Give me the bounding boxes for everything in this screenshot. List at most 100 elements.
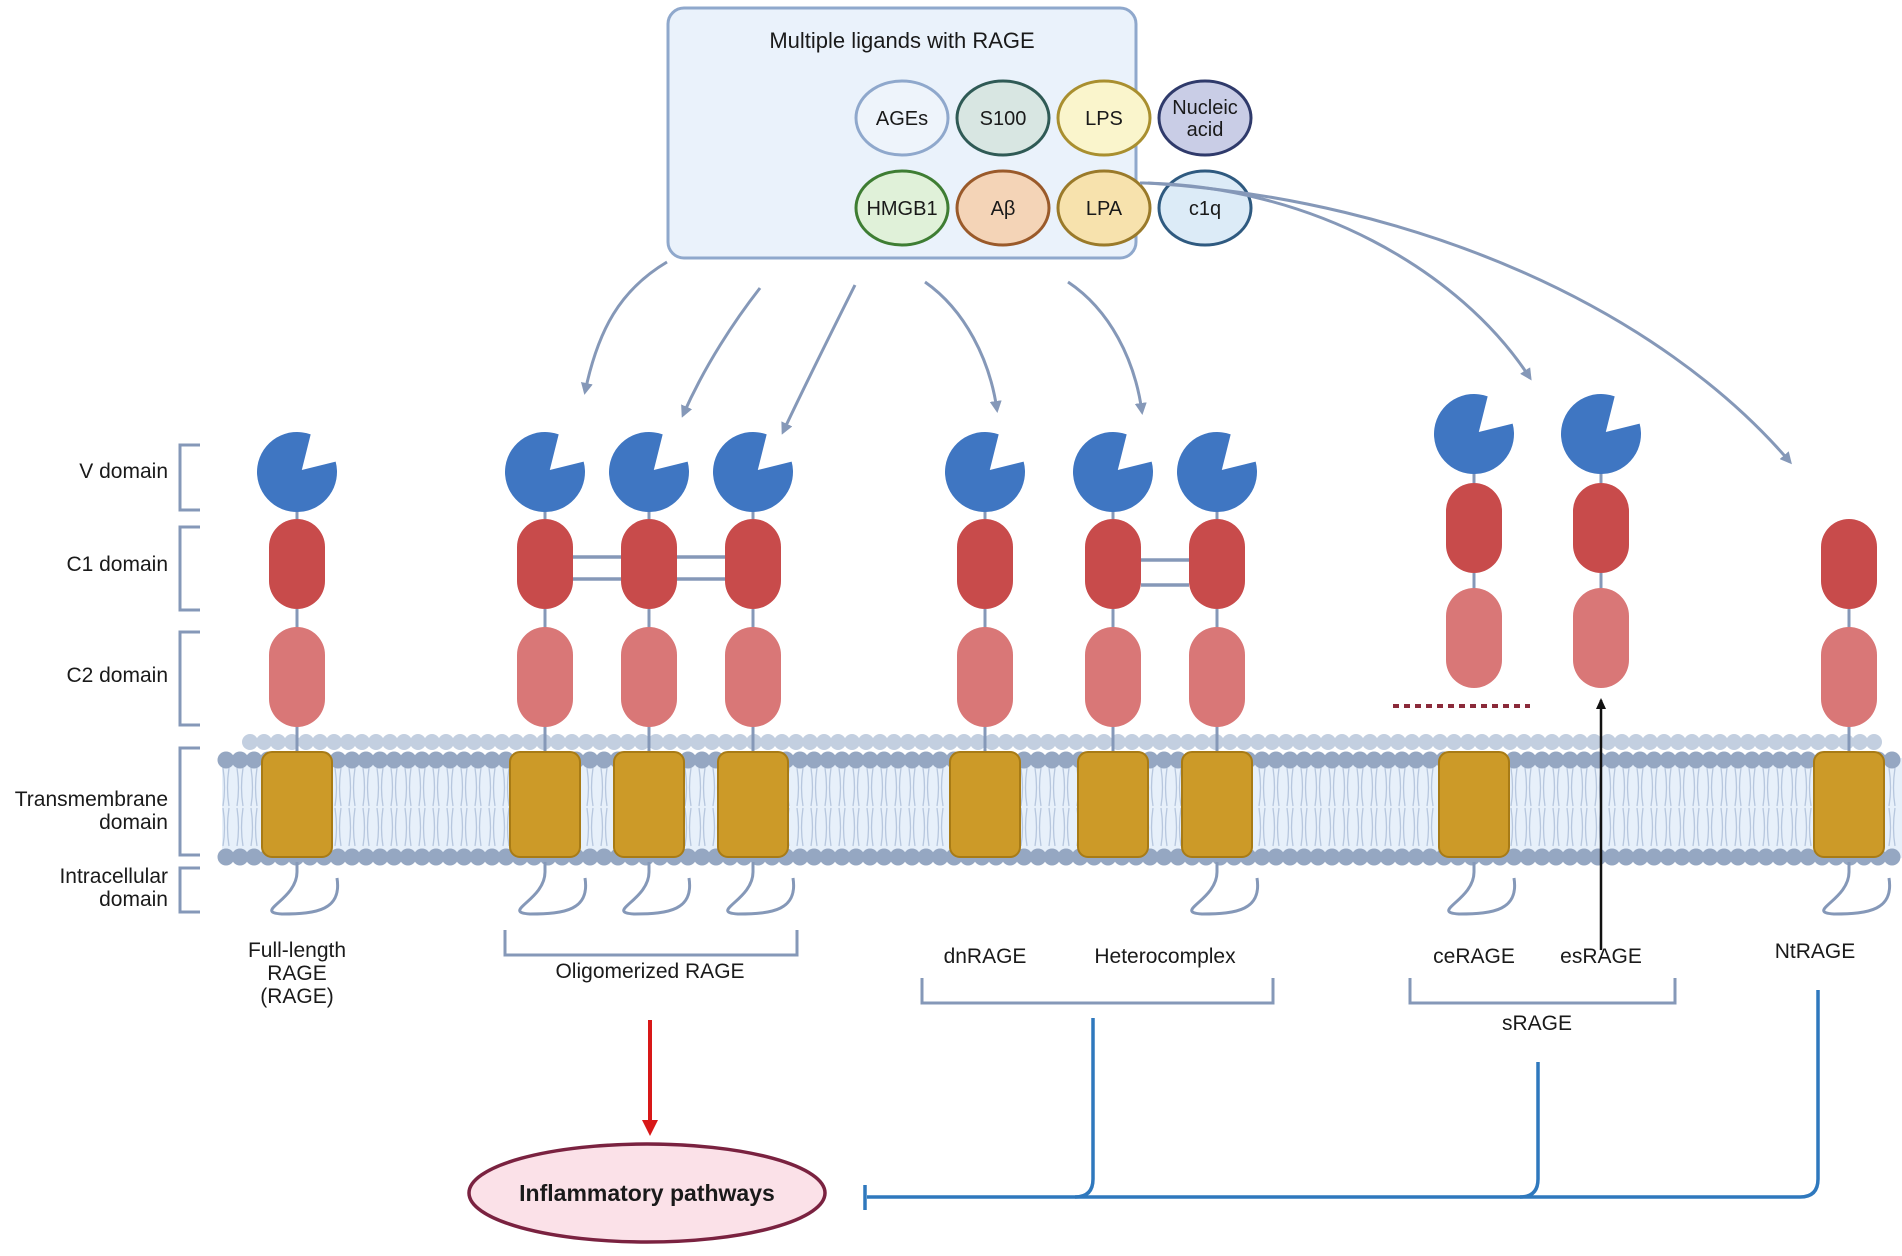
c2-domain-shape (1085, 627, 1141, 727)
v-domain-shape (609, 432, 690, 513)
v-domain-shape (1177, 432, 1258, 513)
outcome-node: Inflammatory pathways (467, 1142, 827, 1244)
receptor-ntrage (1813, 519, 1892, 916)
receptor-cerage-ectodomain (1434, 394, 1515, 688)
ligand-hmgb1: HMGB1 (854, 169, 950, 247)
c1-domain-shape (1085, 519, 1141, 609)
ligand-label: LPS (1085, 108, 1123, 130)
label-srage: sRAGE (1502, 1012, 1572, 1035)
receptor-heterocomplex-1 (1073, 432, 1154, 858)
c1-domain-shape (725, 519, 781, 609)
ligand-c1q: c1q (1157, 169, 1253, 247)
c1-domain-shape (517, 519, 573, 609)
receptor-oligomer-2 (609, 432, 692, 916)
group-brackets (503, 930, 1677, 1005)
arrow-to-full-length (580, 260, 668, 395)
arrow-to-heterocomplex (1067, 280, 1147, 415)
c1-domain-shape (621, 519, 677, 609)
label-oligomerized: Oligomerized RAGE (555, 960, 744, 983)
receptor-heterocomplex-2 (1177, 432, 1260, 916)
arrow-to-ntrage (1147, 181, 1792, 465)
ligand-s100: S100 (955, 79, 1051, 157)
ligand-label: c1q (1189, 198, 1221, 220)
c2-domain-shape (1573, 588, 1629, 688)
label-v-domain: V domain (79, 460, 168, 483)
c1-domain-shape (1189, 519, 1245, 609)
c2-domain-shape (725, 627, 781, 727)
receptor-oligomer-1 (505, 432, 588, 916)
label-full-length-3: (RAGE) (260, 985, 334, 1008)
receptor-group (256, 394, 1892, 916)
c2-domain-shape (957, 627, 1013, 727)
c2-domain-shape (1446, 588, 1502, 688)
c2-domain-shape (1189, 627, 1245, 727)
v-domain-shape (1560, 394, 1642, 475)
transmembrane-domain-shape (717, 751, 789, 858)
domain-crosslinks (573, 555, 1189, 587)
ligand-lpa: LPA (1056, 169, 1152, 247)
ligand-label: HMGB1 (866, 198, 937, 220)
label-dnrage: dnRAGE (944, 945, 1027, 968)
intracellular-tail (622, 862, 692, 916)
label-c1-domain: C1 domain (66, 553, 168, 576)
v-domain-shape (1073, 432, 1154, 513)
transmembrane-domain-shape (1077, 751, 1149, 858)
intracellular-tail (1822, 862, 1892, 916)
v-domain-shape (505, 432, 585, 512)
c1-domain-shape (1446, 483, 1502, 573)
label-intracellular-1: Intracellular (59, 865, 168, 888)
intracellular-tail (726, 862, 796, 916)
cerage-membrane-stub (1438, 751, 1517, 916)
v-domain-shape (256, 432, 337, 512)
c1-domain-shape (1821, 519, 1877, 609)
c2-domain-shape (621, 627, 677, 727)
ligand-arrows (580, 181, 1792, 465)
transmembrane-domain-shape (949, 751, 1021, 858)
receptor-full-length (256, 432, 340, 916)
label-c2-domain: C2 domain (66, 664, 168, 687)
c2-domain-shape (517, 627, 573, 727)
label-full-length-1: Full-length (248, 939, 346, 962)
transmembrane-domain-shape (1181, 751, 1253, 858)
ligand-a-: Aβ (955, 169, 1051, 247)
transmembrane-domain-shape (261, 751, 333, 858)
intracellular-tail (270, 862, 340, 916)
label-full-length-2: RAGE (267, 962, 327, 985)
v-domain-shape (713, 432, 793, 513)
intracellular-tail (518, 862, 588, 916)
ligand-label: S100 (980, 108, 1027, 130)
arrow-to-oligomer-2 (781, 284, 857, 435)
label-transmembrane-2: domain (99, 811, 168, 834)
c2-domain-shape (1821, 627, 1877, 727)
c1-domain-shape (269, 519, 325, 609)
ligand-box-title: Multiple ligands with RAGE (769, 28, 1034, 53)
receptor-esrage (1560, 394, 1642, 688)
transmembrane-domain-shape (613, 751, 685, 858)
transmembrane-domain-shape (1813, 751, 1885, 858)
ligand-label: Aβ (991, 198, 1016, 220)
ligand-label-line: Nucleic (1172, 97, 1238, 119)
ligand-lps: LPS (1056, 79, 1152, 157)
ligand-label-line: acid (1187, 119, 1224, 141)
cell-membrane (217, 734, 1902, 866)
v-domain-shape (945, 432, 1026, 513)
c1-domain-shape (1573, 483, 1629, 573)
outcome-label: Inflammatory pathways (519, 1180, 775, 1206)
domain-brackets (178, 443, 200, 914)
label-cerage: ceRAGE (1433, 945, 1515, 968)
label-heterocomplex: Heterocomplex (1094, 945, 1236, 968)
arrow-to-dnrage (924, 280, 1002, 413)
v-domain-shape (1434, 394, 1515, 475)
label-esrage: esRAGE (1560, 945, 1642, 968)
arrow-to-oligomer-1 (681, 287, 762, 418)
receptor-oligomer-3 (713, 432, 796, 916)
ligand-label: LPA (1086, 198, 1123, 220)
receptor-dnrage (945, 432, 1026, 858)
transmembrane-domain-shape (509, 751, 581, 858)
intracellular-tail (1190, 862, 1260, 916)
label-transmembrane-1: Transmembrane (15, 788, 168, 811)
ligand-ages: AGEs (854, 79, 950, 157)
